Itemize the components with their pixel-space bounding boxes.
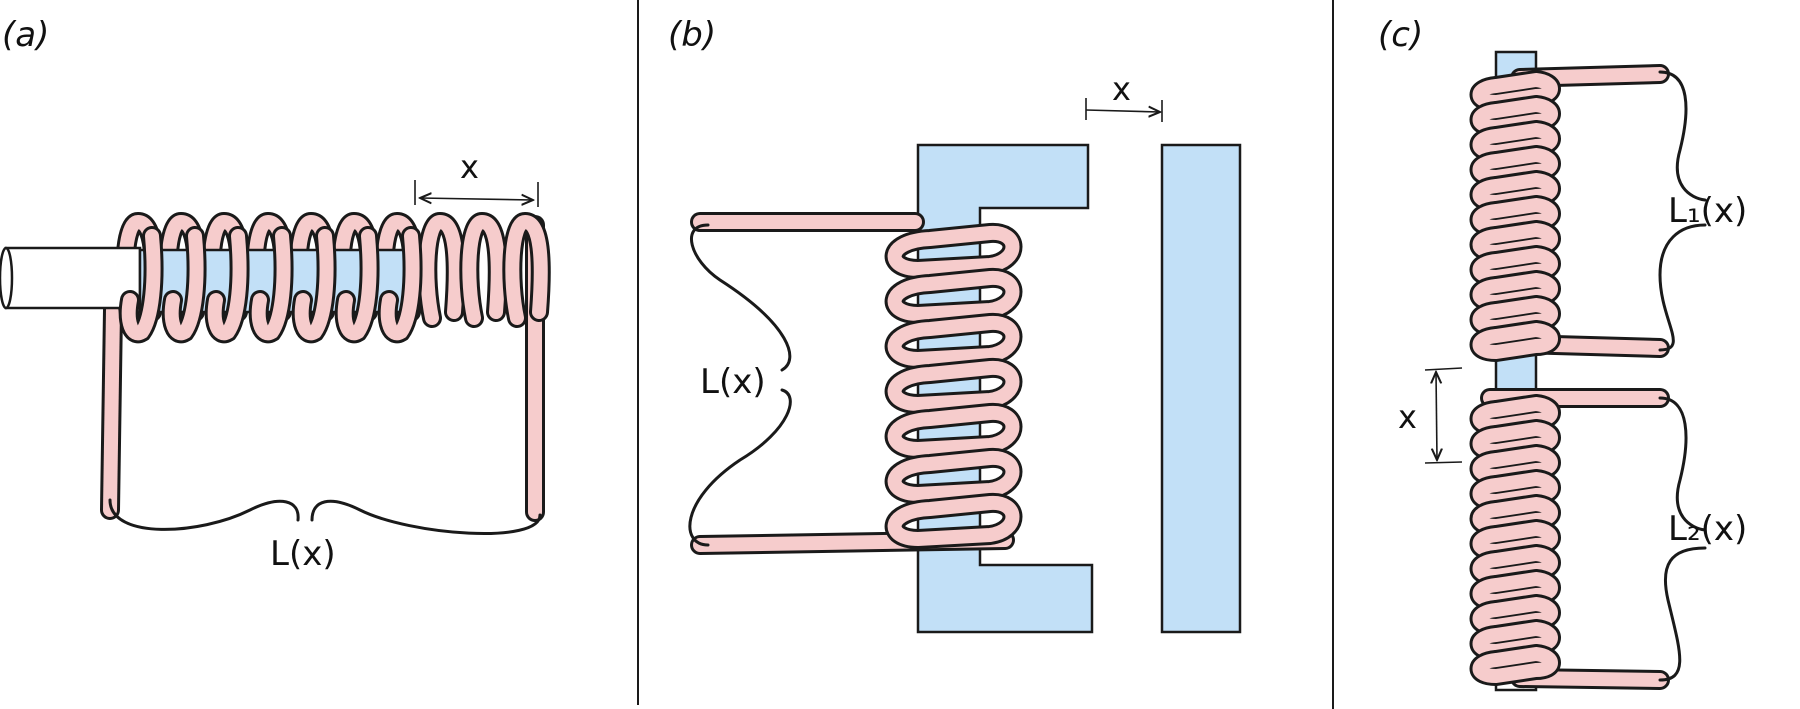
rod-end bbox=[0, 246, 14, 310]
coil-a-loop-front bbox=[337, 229, 377, 341]
panel-a: (a) x L(x) bbox=[0, 15, 551, 574]
coil-b-loop bbox=[887, 315, 1020, 366]
brace-c1 bbox=[1658, 70, 1707, 352]
coil-b-loop bbox=[887, 495, 1020, 546]
coil-b-loop bbox=[887, 360, 1020, 411]
panel-b: (b) L(x) x bbox=[668, 15, 1242, 634]
coil-a-loop-back bbox=[462, 214, 505, 325]
panel-c: (c) L₁(x) L₂(x) x bbox=[1378, 15, 1747, 692]
coil-a-loop-front bbox=[164, 229, 204, 341]
core-bar bbox=[1160, 143, 1242, 634]
x-label-c: x bbox=[1398, 398, 1417, 436]
coil-a-loop-front bbox=[380, 229, 420, 341]
panel-a-tag: (a) bbox=[2, 15, 49, 55]
x-label-b: x bbox=[1112, 70, 1131, 108]
coil-a-front bbox=[118, 226, 423, 344]
coil-b-loop bbox=[887, 405, 1020, 456]
panel-b-tag: (b) bbox=[668, 15, 716, 55]
brace-b bbox=[688, 223, 792, 547]
x-tick-c-bottom bbox=[1424, 461, 1463, 464]
x-arrow-c bbox=[1436, 372, 1437, 460]
coil-a-loop-front bbox=[251, 229, 291, 341]
coil-b bbox=[884, 223, 1023, 549]
rod-white bbox=[4, 246, 142, 310]
panel-c-tag: (c) bbox=[1378, 15, 1423, 55]
coil-b-loop bbox=[887, 225, 1020, 276]
x-arrow-a bbox=[420, 198, 533, 200]
coil-a-loop-back bbox=[420, 214, 463, 325]
lead-left bbox=[103, 303, 120, 517]
x-arrow-b bbox=[1085, 110, 1160, 112]
coil-a-loop-front bbox=[207, 229, 247, 341]
coil-a-loop-front bbox=[294, 229, 334, 341]
coil-a-loop-back bbox=[505, 214, 548, 325]
x-label-a: x bbox=[460, 148, 479, 186]
coil-c1-loop bbox=[1472, 323, 1558, 360]
coil-b-loop bbox=[887, 270, 1020, 321]
x-tick-c-top bbox=[1424, 367, 1463, 371]
coil-c1 bbox=[1469, 70, 1561, 363]
L-label-b: L(x) bbox=[700, 362, 766, 402]
coil-c2-loop bbox=[1472, 647, 1558, 684]
coil-c2 bbox=[1469, 394, 1561, 687]
brace-a bbox=[108, 498, 542, 535]
brace-c2 bbox=[1658, 396, 1707, 682]
L1-label: L₁(x) bbox=[1668, 191, 1747, 231]
coil-b-loop bbox=[887, 450, 1020, 501]
coil-a-loop-front bbox=[121, 229, 161, 341]
L2-label: L₂(x) bbox=[1668, 509, 1747, 549]
L-label-a: L(x) bbox=[270, 534, 336, 574]
